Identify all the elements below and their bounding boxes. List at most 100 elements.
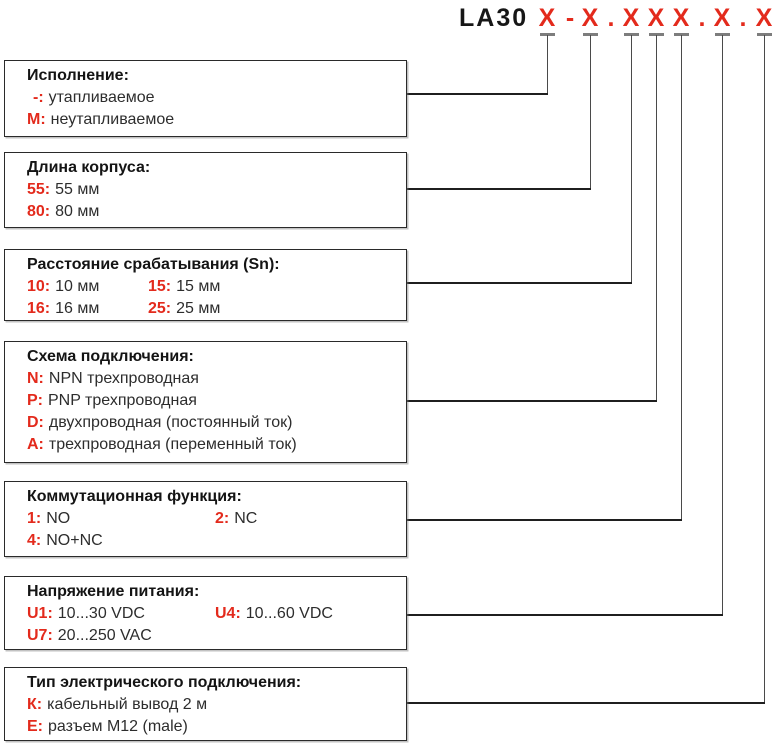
option-sn-16: 16:16 мм bbox=[27, 298, 148, 320]
section-switching-function: Коммутационная функция: 1:NO 2:NC 4:NO+N… bbox=[4, 481, 407, 557]
connector-7-cap bbox=[756, 33, 772, 36]
option-u1: U1:10...30 VDC bbox=[27, 603, 215, 625]
connector-5-cap bbox=[673, 33, 689, 36]
option-code: A: bbox=[27, 436, 44, 453]
option-code: U7: bbox=[27, 627, 53, 644]
code-char-7: X bbox=[755, 4, 773, 32]
option-code: D: bbox=[27, 414, 44, 431]
option-label: 10...60 VDC bbox=[245, 605, 333, 622]
option-code: 2: bbox=[215, 510, 230, 527]
section-wiring-header: Схема подключения: bbox=[27, 348, 194, 365]
option-label: NO bbox=[46, 510, 71, 527]
option-code: 15: bbox=[148, 278, 172, 295]
option-two-wire-dc: D:двухпроводная (постоянный ток) bbox=[27, 412, 400, 434]
option-flush: -:утапливаемое bbox=[27, 87, 400, 109]
option-code: 25: bbox=[148, 300, 172, 317]
connector-1-hline bbox=[407, 93, 548, 95]
connector-3-hline bbox=[407, 282, 632, 284]
supply-voltage-options: U1:10...30 VDC U4:10...60 VDC U7:20...25… bbox=[27, 603, 400, 647]
option-label: 25 мм bbox=[176, 300, 221, 317]
option-code: М: bbox=[27, 111, 46, 128]
option-label: двухпроводная (постоянный ток) bbox=[48, 414, 293, 431]
option-nc: 2:NC bbox=[215, 508, 400, 530]
option-code: 4: bbox=[27, 532, 42, 549]
connector-6-vline bbox=[721, 35, 723, 615]
option-sn-15: 15:15 мм bbox=[148, 276, 400, 298]
section-switching-function-header: Коммутационная функция: bbox=[27, 488, 242, 505]
sensing-distance-options: 10:10 мм 15:15 мм 16:16 мм 25:25 мм bbox=[27, 276, 400, 320]
option-code: P: bbox=[27, 392, 43, 409]
connector-2-cap bbox=[582, 33, 598, 36]
option-label: 15 мм bbox=[176, 278, 221, 295]
connector-5-vline bbox=[680, 35, 682, 520]
option-code: U1: bbox=[27, 605, 53, 622]
section-connection-type: Тип электрического подключения: К:кабель… bbox=[4, 667, 407, 741]
connector-5-hline bbox=[407, 519, 682, 521]
code-char-6: X bbox=[713, 4, 731, 32]
option-label: 20...250 VAC bbox=[57, 627, 152, 644]
option-u7: U7:20...250 VAC bbox=[27, 625, 215, 647]
option-label: кабельный вывод 2 м bbox=[47, 696, 208, 713]
option-m12-connector: Е: разъем M12 (male) bbox=[27, 716, 400, 738]
option-label: 16 мм bbox=[55, 300, 100, 317]
connector-4-vline bbox=[655, 35, 657, 401]
connector-6-cap bbox=[714, 33, 730, 36]
code-separator-dot-1: . bbox=[607, 4, 615, 32]
code-separator-dot-3: . bbox=[739, 4, 747, 32]
connector-1-cap bbox=[539, 33, 555, 36]
option-non-flush: М:неутапливаемое bbox=[27, 109, 400, 131]
option-pnp: P: PNP трехпроводная bbox=[27, 390, 400, 412]
option-label: 10 мм bbox=[55, 278, 100, 295]
section-body-length: Длина корпуса: 55:55 мм 80:80 мм bbox=[4, 152, 407, 228]
code-separator-dash: - bbox=[565, 4, 575, 32]
code-char-4: X bbox=[647, 4, 665, 32]
option-code: 10: bbox=[27, 278, 51, 295]
option-cable: К:кабельный вывод 2 м bbox=[27, 694, 400, 716]
option-label: 80 мм bbox=[55, 203, 100, 220]
option-label: NC bbox=[234, 510, 258, 527]
option-label: NO+NC bbox=[46, 532, 103, 549]
option-sn-25: 25:25 мм bbox=[148, 298, 400, 320]
option-no-nc: 4:NO+NC bbox=[27, 530, 215, 552]
option-label: утапливаемое bbox=[48, 89, 155, 106]
section-sensing-distance: Расстояние срабатывания (Sn): 10:10 мм 1… bbox=[4, 249, 407, 321]
option-no: 1:NO bbox=[27, 508, 215, 530]
option-code: К: bbox=[27, 696, 43, 713]
option-code: -: bbox=[33, 89, 44, 106]
connector-2-hline bbox=[407, 188, 591, 190]
section-version: Исполнение: -:утапливаемое М:неутапливае… bbox=[4, 60, 407, 137]
option-npn: N:NPN трехпроводная bbox=[27, 368, 400, 390]
section-version-header: Исполнение: bbox=[27, 67, 129, 84]
option-label: разъем M12 (male) bbox=[48, 718, 188, 735]
option-label: NPN трехпроводная bbox=[48, 370, 199, 387]
code-char-1: X bbox=[538, 4, 556, 32]
section-sensing-distance-header: Расстояние срабатывания (Sn): bbox=[27, 256, 280, 273]
connector-6-hline bbox=[407, 614, 723, 616]
code-separator-dot-2: . bbox=[698, 4, 706, 32]
option-code: 80: bbox=[27, 203, 51, 220]
product-name: LA30 bbox=[459, 4, 529, 32]
connector-1-vline bbox=[546, 35, 548, 94]
option-label: трехпроводная (переменный ток) bbox=[48, 436, 297, 453]
option-code: Е: bbox=[27, 718, 43, 735]
option-length-80: 80:80 мм bbox=[27, 201, 400, 223]
code-char-3: X bbox=[622, 4, 640, 32]
connector-4-cap bbox=[648, 33, 664, 36]
section-body-length-header: Длина корпуса: bbox=[27, 159, 151, 176]
connector-3-vline bbox=[630, 35, 632, 283]
switching-function-options: 1:NO 2:NC 4:NO+NC bbox=[27, 508, 400, 552]
option-three-wire-ac: A:трехпроводная (переменный ток) bbox=[27, 434, 400, 456]
option-code: 55: bbox=[27, 181, 51, 198]
option-length-55: 55:55 мм bbox=[27, 179, 400, 201]
option-code: 16: bbox=[27, 300, 51, 317]
section-supply-voltage: Напряжение питания: U1:10...30 VDC U4:10… bbox=[4, 576, 407, 650]
option-u4: U4:10...60 VDC bbox=[215, 603, 400, 625]
option-code: U4: bbox=[215, 605, 241, 622]
connector-3-cap bbox=[623, 33, 639, 36]
code-char-5: X bbox=[672, 4, 690, 32]
option-sn-10: 10:10 мм bbox=[27, 276, 148, 298]
section-supply-voltage-header: Напряжение питания: bbox=[27, 583, 200, 600]
option-code: 1: bbox=[27, 510, 42, 527]
option-label: PNP трехпроводная bbox=[48, 392, 197, 409]
